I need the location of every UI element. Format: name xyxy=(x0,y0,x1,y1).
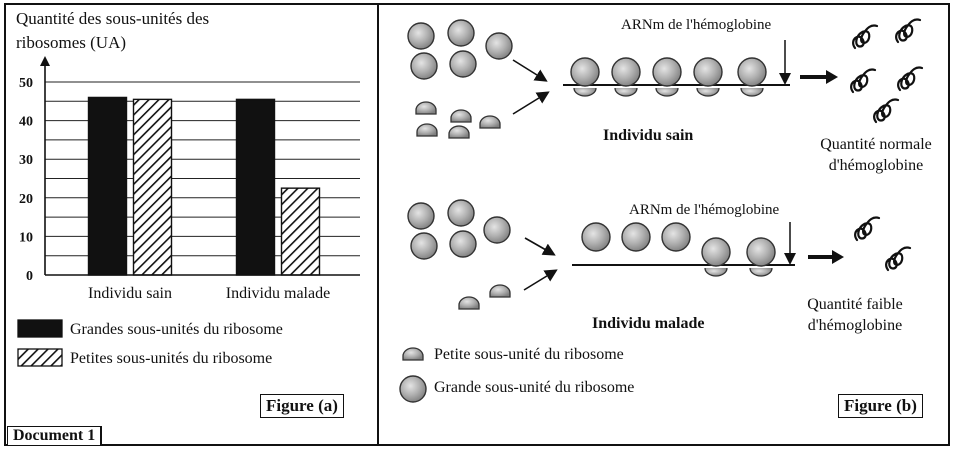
bar-small-subunits xyxy=(132,98,173,276)
bar-large-subunits xyxy=(235,98,276,276)
figure-b-label: Figure (b) xyxy=(838,394,923,418)
y-tick-label: 20 xyxy=(19,192,33,207)
chart-title-line2: ribosomes (UA) xyxy=(16,33,127,52)
legend-swatch xyxy=(17,319,63,338)
large-subunit xyxy=(661,222,691,252)
small-subunit xyxy=(458,296,480,310)
free-small-subunits-sick xyxy=(458,284,511,310)
document-label: Document 1 xyxy=(7,426,103,446)
free-small-subunits-healthy xyxy=(415,101,501,139)
hemoglobin-icon xyxy=(850,68,877,94)
large-subunit xyxy=(447,199,475,227)
ribosome xyxy=(701,237,731,277)
hemoglobin-icon xyxy=(895,18,922,44)
large-subunit xyxy=(407,22,435,50)
arrow-icon xyxy=(524,237,556,256)
small-subunit xyxy=(415,101,437,115)
chart-category-labels: Individu sain Individu malade xyxy=(88,285,330,302)
large-subunit xyxy=(621,222,651,252)
legend-small-subunit-label: Petite sous-unité du ribosome xyxy=(434,346,624,363)
arrow-icon xyxy=(512,91,550,115)
ribosome xyxy=(693,57,723,97)
small-subunit xyxy=(450,109,472,123)
ribosome xyxy=(652,57,682,97)
document-frame xyxy=(4,3,950,446)
hemoglobin-icon xyxy=(885,246,912,272)
y-tick-label: 0 xyxy=(26,269,33,284)
ribosome xyxy=(737,57,767,97)
small-subunit xyxy=(489,284,511,298)
small-subunit xyxy=(448,125,470,139)
thick-arrow-icon xyxy=(800,70,838,84)
free-large-subunits-sick xyxy=(407,199,511,260)
low-quantity-line2: d'hémoglobine xyxy=(807,317,903,334)
normal-quantity-line2: d'hémoglobine xyxy=(828,157,924,174)
y-tick-label: 10 xyxy=(19,230,33,245)
hemoglobin-icon xyxy=(873,98,900,124)
sick-label: Individu malade xyxy=(592,315,705,332)
arrow-icon xyxy=(523,269,558,291)
mrna-label-healthy: ARNm de l'hémoglobine xyxy=(621,17,772,33)
ribosome xyxy=(611,57,641,97)
legend-large-subunit-label: Grande sous-unité du ribosome xyxy=(434,379,635,396)
normal-quantity-line1: Quantité normale xyxy=(820,136,932,153)
chart-bars xyxy=(87,96,321,276)
mrna-label-sick: ARNm de l'hémoglobine xyxy=(629,202,780,218)
large-subunit xyxy=(449,50,477,78)
large-subunit xyxy=(483,216,511,244)
hemoglobin-icon xyxy=(852,24,879,50)
small-subunit xyxy=(416,123,438,137)
large-subunit xyxy=(410,52,438,80)
free-large-subunits-healthy xyxy=(407,19,513,80)
large-subunit xyxy=(410,232,438,260)
x-category-label: Individu sain xyxy=(88,285,172,302)
healthy-label: Individu sain xyxy=(603,127,694,144)
bar-large-subunits xyxy=(87,96,128,276)
chart-title-line1: Quantité des sous-unités des xyxy=(16,9,210,28)
y-tick-label: 50 xyxy=(19,76,33,91)
hemoglobin-icon xyxy=(854,216,881,242)
large-subunit xyxy=(407,202,435,230)
chart-axes xyxy=(40,56,360,276)
legend-label: Grandes sous-unités du ribosome xyxy=(70,321,283,338)
large-subunit xyxy=(449,230,477,258)
chart-tick-labels: 0 10 20 30 40 50 xyxy=(19,76,33,284)
x-category-label: Individu malade xyxy=(226,285,330,302)
hemoglobin-icon xyxy=(897,66,924,92)
hemoglobin-low-group xyxy=(854,216,912,272)
ribosome xyxy=(570,57,600,97)
y-tick-label: 30 xyxy=(19,153,33,168)
large-subunit xyxy=(485,32,513,60)
legend-label: Petites sous-unités du ribosome xyxy=(70,350,272,367)
y-axis-arrow-icon xyxy=(40,56,50,66)
bar-chart: 0 10 20 30 40 50 Individu sain Individu malade… xyxy=(17,56,360,367)
figure-a-label: Figure (a) xyxy=(260,394,344,418)
small-subunit xyxy=(479,115,501,129)
bar-small-subunits xyxy=(280,187,321,276)
legend-swatch xyxy=(17,348,63,367)
ribosomes-on-mrna-healthy xyxy=(570,57,767,97)
ribosomes-on-mrna-sick xyxy=(581,222,776,277)
arrow-icon xyxy=(512,59,548,82)
large-subunit xyxy=(447,19,475,47)
thick-arrow-icon xyxy=(808,250,844,264)
ribosome xyxy=(746,237,776,277)
small-subunit-legend-icon xyxy=(402,347,424,361)
large-subunit xyxy=(581,222,611,252)
low-quantity-line1: Quantité faible xyxy=(807,296,903,313)
y-tick-label: 40 xyxy=(19,115,33,130)
panel-divider xyxy=(377,3,379,446)
large-subunit-legend-icon xyxy=(399,375,427,403)
hemoglobin-normal-group xyxy=(850,18,924,124)
